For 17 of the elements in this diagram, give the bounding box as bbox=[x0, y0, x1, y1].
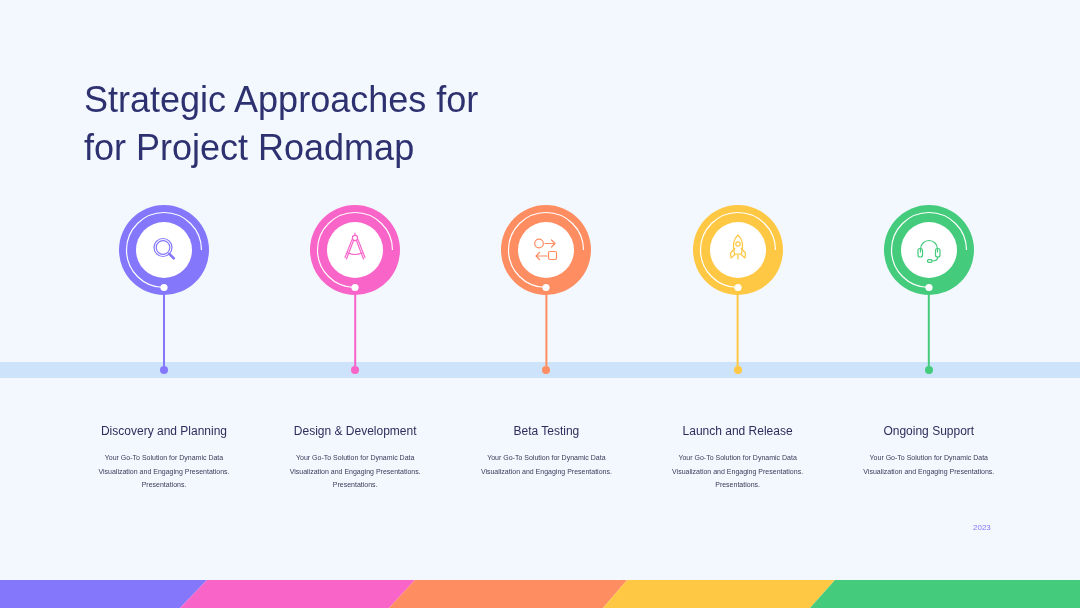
step-heading: Ongoing Support bbox=[882, 424, 976, 439]
timeline-dot bbox=[542, 366, 551, 374]
connector-line bbox=[736, 293, 739, 367]
step-heading: Launch and Release bbox=[681, 424, 794, 439]
year-label: 2023 bbox=[973, 523, 991, 533]
step-heading: Design & Development bbox=[292, 424, 418, 439]
title: Strategic Approaches for for Project Roadmap bbox=[84, 78, 480, 170]
connector-line bbox=[545, 293, 548, 367]
connector-line bbox=[354, 293, 357, 367]
timeline-dot bbox=[733, 366, 742, 374]
timeline-dot bbox=[160, 366, 168, 374]
step-heading: Discovery and Planning bbox=[99, 424, 229, 439]
timeline-dot bbox=[924, 366, 933, 374]
timeline-dot bbox=[351, 366, 360, 374]
connector-line bbox=[927, 293, 930, 367]
connector-line bbox=[163, 293, 165, 367]
step-heading: Beta Testing bbox=[512, 424, 581, 439]
